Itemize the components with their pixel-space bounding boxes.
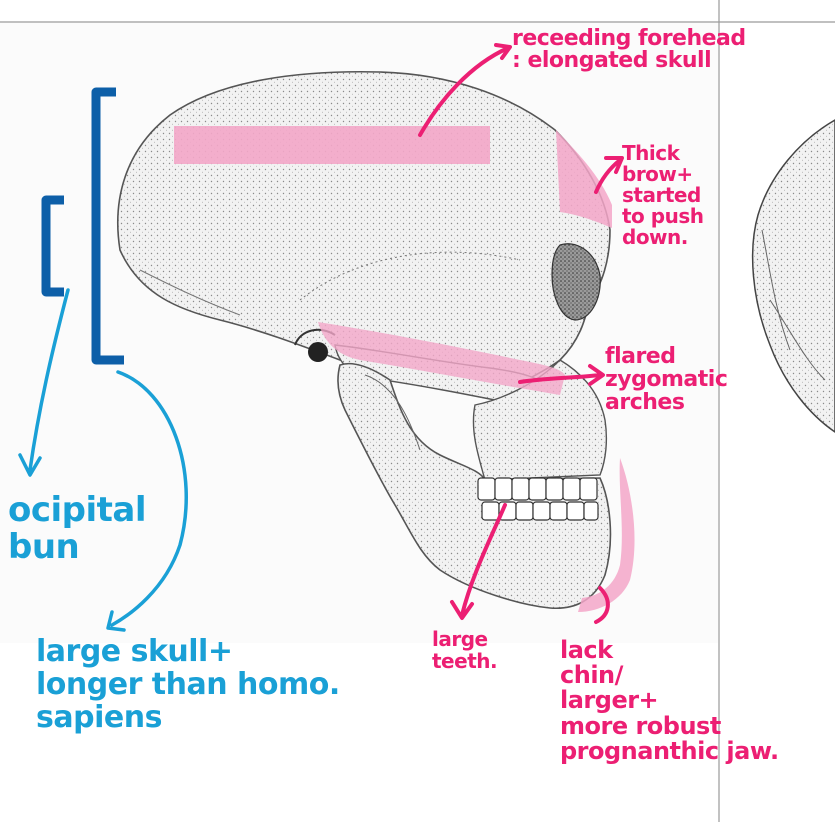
jaw-highlight [578, 458, 635, 612]
large-skull-arrow [106, 370, 188, 632]
occipital-bun-bracket [41, 195, 64, 297]
teeth [477, 477, 599, 521]
forehead-arrow [418, 43, 512, 137]
teeth-arrow [450, 503, 507, 620]
lack-chin-label: lack chin/ larger+ more robust prognanth… [560, 636, 779, 765]
skull-length-bracket [91, 87, 124, 365]
second-skull-fragment [751, 119, 835, 433]
brow-arrow [594, 156, 624, 194]
large-skull-label: large skull+ longer than homo. sapiens [36, 634, 340, 735]
zygomatic-highlight [318, 322, 565, 395]
mandible [337, 362, 612, 610]
jaw-arrow [594, 586, 610, 624]
large-teeth-label: large teeth. [432, 627, 498, 673]
occipital-bun-label: ocipital bun [8, 490, 147, 568]
eye-orbit [551, 243, 601, 321]
occipital-bun-arrow [18, 288, 70, 477]
forehead-highlight [174, 126, 490, 164]
zygomatic-arrow [518, 364, 605, 386]
thick-brow-label: Thick brow+ started to push down. [622, 141, 704, 249]
brow-highlight [556, 130, 612, 228]
ear-opening [308, 342, 328, 362]
receding-forehead-label: receeding forehead : elongated skull [512, 26, 746, 73]
flared-zygomatic-label: flared zygomatic arches [605, 344, 728, 416]
